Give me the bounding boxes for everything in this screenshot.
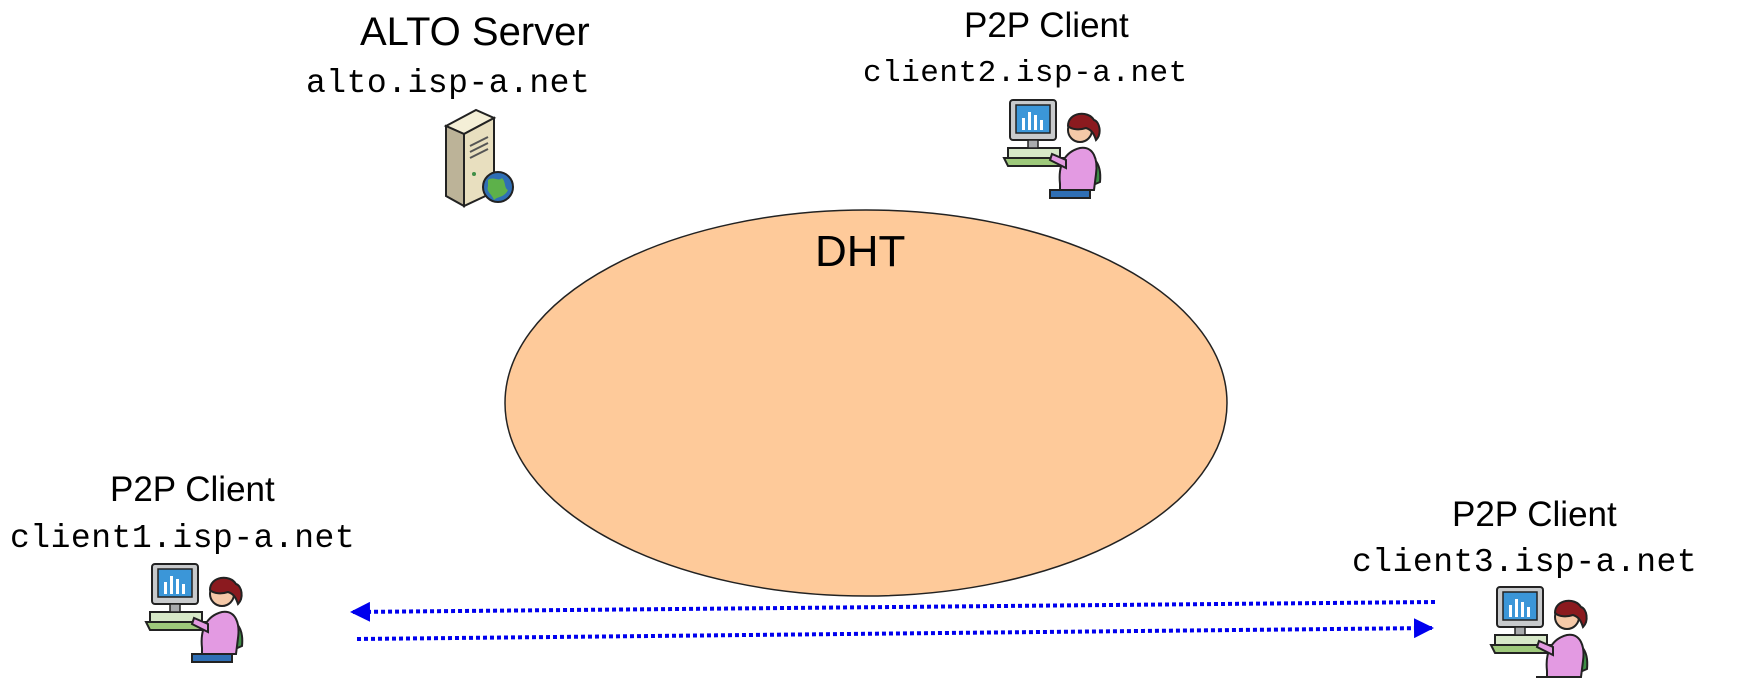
client1-host: client1.isp-a.net (10, 520, 356, 557)
alto-server-title: ALTO Server (360, 10, 590, 54)
client1-title: P2P Client (110, 470, 275, 509)
client2-host: client2.isp-a.net (863, 56, 1188, 91)
client2-title: P2P Client (964, 6, 1129, 45)
dht-label: DHT (815, 227, 906, 276)
alto-server-host: alto.isp-a.net (306, 65, 591, 102)
client2-icon (1003, 99, 1102, 199)
client3-title: P2P Client (1452, 495, 1617, 534)
server-icon (443, 108, 514, 208)
client3-icon (1490, 586, 1589, 678)
dht-ellipse (504, 209, 1228, 597)
arrow-client3-to-client1 (350, 600, 1436, 622)
client3-host: client3.isp-a.net (1352, 544, 1698, 581)
arrow-client1-to-client3 (356, 618, 1434, 641)
client1-icon (145, 563, 244, 663)
